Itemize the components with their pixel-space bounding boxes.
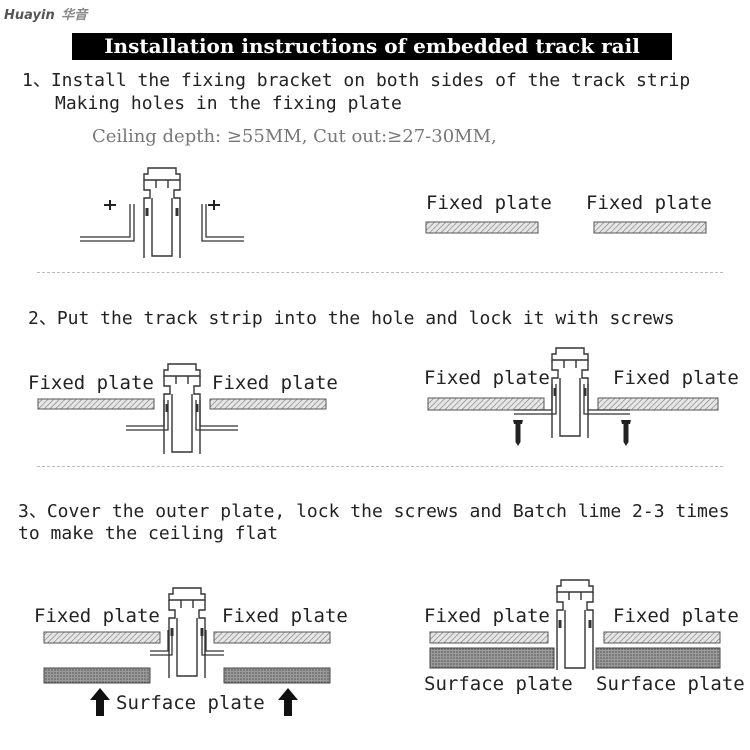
step2a-rail-drawing	[126, 362, 238, 456]
step2b-fixed-plate-right	[597, 397, 719, 411]
step3a-fixed-plate-right	[213, 631, 331, 644]
divider-1	[37, 272, 723, 273]
step1-spec: Ceiling depth: ≥55MM, Cut out:≥27-30MM,	[92, 126, 497, 147]
step3b-surface-plate-right	[595, 647, 721, 669]
step2b-fixed-plate-label-left: Fixed plate	[424, 367, 550, 389]
step3b-surface-plate-label-right: Surface plate	[596, 673, 745, 695]
brand-logo-text: Huayin	[4, 8, 55, 23]
step2-line1: 2、Put the track strip into the hole and …	[28, 308, 675, 329]
step1-fixed-plate-label-right: Fixed plate	[586, 192, 712, 214]
step2a-fixed-plate-label-left: Fixed plate	[28, 372, 154, 394]
step3-line1: 3、Cover the outer plate, lock the screws…	[18, 501, 730, 522]
up-arrow-icon	[278, 688, 298, 716]
step1-rail-drawing	[80, 166, 244, 260]
step1-fixed-plate-label-left: Fixed plate	[426, 192, 552, 214]
step3a-fixed-plate-left	[43, 631, 161, 644]
step1-line2: Making holes in the fixing plate	[55, 93, 402, 114]
step1-fixed-plate-right	[593, 221, 707, 234]
step1-fixed-plate-left	[425, 221, 539, 234]
step3a-fixed-plate-label-left: Fixed plate	[34, 605, 160, 627]
step2b-fixed-plate-label-right: Fixed plate	[613, 367, 739, 389]
page-title: Installation instructions of embedded tr…	[72, 33, 672, 60]
step3a-fixed-plate-label-right: Fixed plate	[222, 605, 348, 627]
screw-icon	[513, 420, 523, 446]
step3-line2: to make the ceiling flat	[18, 523, 279, 544]
step3a-surface-plate-label: Surface plate	[116, 692, 265, 714]
brand-logo-cn: 华音	[61, 8, 88, 23]
step3a-rail-drawing	[150, 586, 224, 680]
step3b-surface-plate-left	[429, 647, 555, 669]
step3b-fixed-plate-left	[429, 631, 549, 644]
brand-logo: Huayin 华音	[4, 4, 87, 23]
step3a-surface-plate-right	[223, 667, 331, 684]
step2a-fixed-plate-right	[209, 398, 327, 410]
step2b-rail-drawing	[514, 346, 630, 440]
screw-icon	[621, 420, 631, 446]
divider-2	[37, 466, 723, 467]
step3b-rail-drawing	[555, 578, 595, 672]
step3a-surface-plate-left	[43, 667, 151, 684]
step3b-fixed-plate-label-right: Fixed plate	[613, 605, 739, 627]
up-arrow-icon	[90, 688, 110, 716]
step3b-fixed-plate-label-left: Fixed plate	[424, 605, 550, 627]
step2a-fixed-plate-label-right: Fixed plate	[212, 372, 338, 394]
step1-line1: 1、Install the fixing bracket on both sid…	[22, 70, 691, 91]
step3b-fixed-plate-right	[603, 631, 721, 644]
step2b-fixed-plate-left	[427, 397, 545, 411]
step2a-fixed-plate-left	[37, 398, 155, 410]
step3b-surface-plate-label-left: Surface plate	[424, 673, 573, 695]
